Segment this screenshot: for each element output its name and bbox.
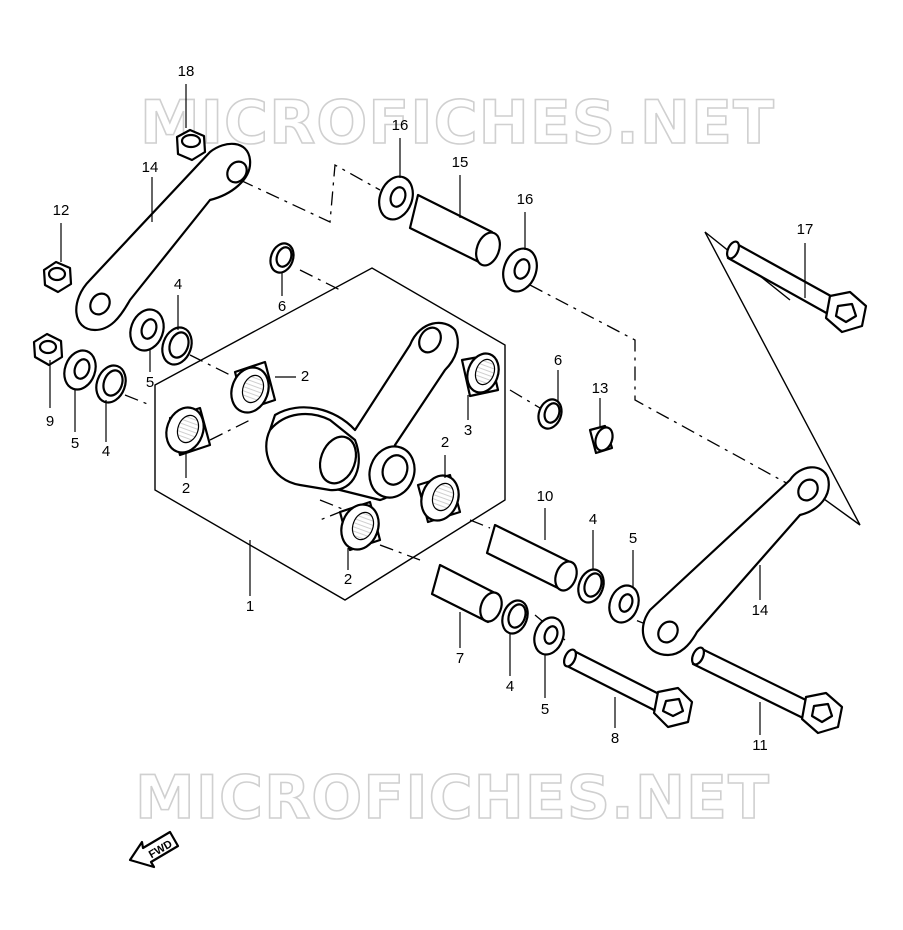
bearing-2-right [416,473,462,524]
fwd-arrow: FWD [128,830,180,869]
washer-5-lower [533,616,565,656]
callout-5-left: 5 [71,435,79,452]
bearing-2-lower [338,500,382,552]
callout-5-lower-right: 5 [629,530,637,547]
callout-14-upper: 14 [142,159,159,176]
sleeve-15 [408,193,501,267]
bolt-17 [725,240,868,334]
callout-12: 12 [53,202,70,219]
callout-16-right: 16 [517,191,534,208]
linkage-body-1 [265,321,459,502]
washer-16-right [502,247,538,293]
callout-11: 11 [752,737,768,754]
seal-4-lower-right [577,568,605,604]
seal-4-lower [501,599,529,635]
washer-5-mid [129,308,165,352]
callouts: 18 14 12 9 5 4 5 4 6 16 15 16 17 2 2 3 6… [46,63,814,754]
bearing-3 [460,352,500,398]
callout-4-lower-right: 4 [589,511,597,528]
washer-5-left [63,349,97,391]
callout-7: 7 [456,650,464,667]
nut-9 [32,332,64,367]
callout-6-upper: 6 [278,298,286,315]
leader-lines [49,84,806,735]
callout-4-mid: 4 [174,276,182,293]
callout-14-lower: 14 [752,602,769,619]
callout-6-right: 6 [554,352,562,369]
callout-2-lower: 2 [344,571,352,588]
fwd-label: FWD [147,838,175,861]
bearing-2-upper [230,360,277,414]
washer-16-left [378,175,414,221]
callout-15: 15 [452,154,469,171]
seal-4-mid [161,326,193,366]
sleeve-7 [430,563,503,624]
callout-18: 18 [178,63,195,80]
callout-13: 13 [592,380,609,397]
seal-6-upper [269,242,295,274]
callout-2-right: 2 [441,434,449,451]
assembly-outline [154,267,506,601]
watermark-bottom: MICROFICHES.NET [135,763,770,833]
seal-4-left [95,364,127,404]
bearing-2-left [165,406,212,457]
callout-5-lower: 5 [541,701,549,718]
callout-3: 3 [464,422,472,439]
bolt-11 [690,646,844,735]
callout-10: 10 [537,488,554,505]
nut-18 [175,128,207,162]
washer-5-lower-right [608,584,640,624]
callout-1: 1 [246,598,254,615]
callout-17: 17 [797,221,814,238]
callout-2-left: 2 [182,480,190,497]
link-arm-14-lower [641,466,830,657]
callout-9: 9 [46,413,54,430]
callout-4-lower: 4 [506,678,514,695]
callout-4-left: 4 [102,443,110,460]
callout-2-upper: 2 [301,368,309,385]
callout-5-mid: 5 [146,374,154,391]
sleeve-10 [485,523,578,592]
callout-16-left: 16 [392,117,409,134]
bush-13 [588,424,614,455]
bolt-8 [562,648,694,729]
axis-line-upper [239,163,381,223]
callout-8: 8 [611,730,619,747]
seal-6-right [537,398,563,430]
link-arm-14-upper [75,142,252,332]
nut-12 [42,260,73,294]
watermark-top: MICROFICHES.NET [140,88,775,158]
